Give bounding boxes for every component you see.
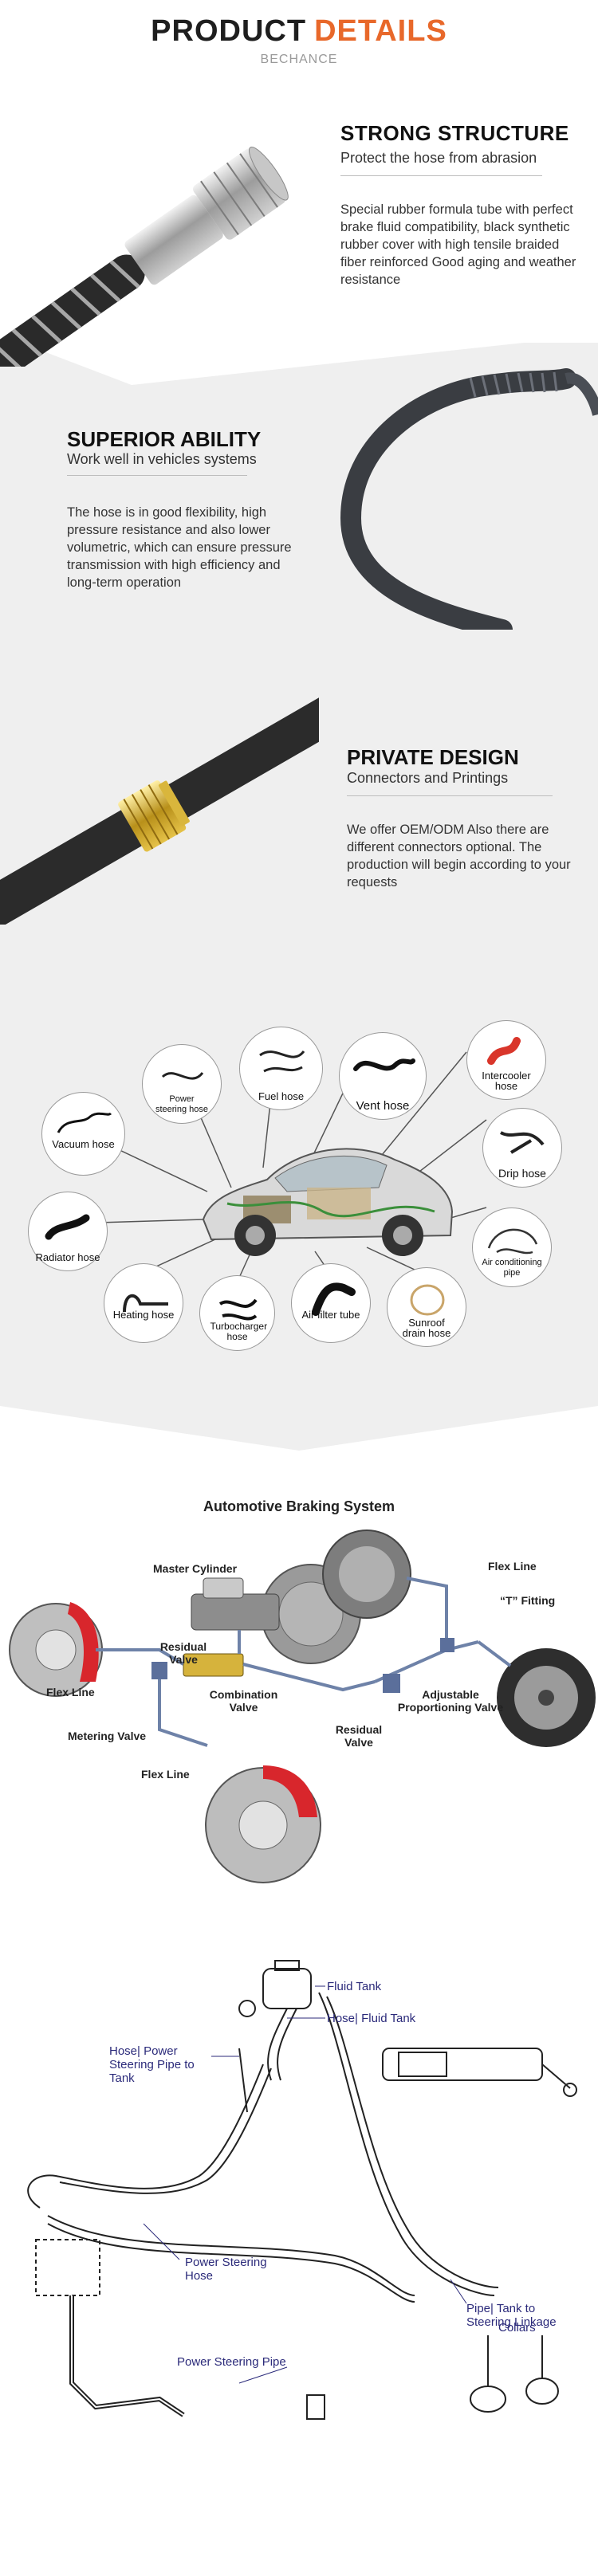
label-residual-valve-1: Residual Valve [159,1640,207,1666]
power-steering-diagram: Fluid Tank Hose| Fluid Tank Hose| Power … [0,1921,598,2558]
section-strong-structure: STRONG STRUCTURE Protect the hose from a… [0,80,598,367]
section-heading: STRONG STRUCTURE [340,121,569,145]
braking-illustration [9,1530,596,1883]
hose-label: Heating hose [112,1309,175,1321]
hose-with-brass-fitting-image [0,690,319,925]
steering-illustration [27,1960,577,2420]
section-heading: SUPERIOR ABILITY [67,427,262,451]
label-power-steering-pipe: Power Steering Pipe [177,2355,286,2369]
braking-title: Automotive Braking System [203,1498,395,1514]
label-pipe-tank-linkage: Pipe| Tank to Steering Linkage [466,2302,557,2329]
hose-type-sunroof-drain: Sunroof drain hose [387,1267,466,1347]
label-hose-fluid-tank: Hose| Fluid Tank [327,2012,416,2025]
car-hose-diagram: Power steering hose Fuel hose Vent hose … [0,996,598,1371]
hose-label: Air conditioning pipe [482,1258,542,1278]
section-body: We offer OEM/ODM Also there are differen… [347,823,571,889]
section-body: The hose is in good flexibility, high pr… [67,505,292,590]
hose-label: Turbocharger hose [210,1321,268,1342]
hose-label: Sunroof drain hose [402,1317,451,1339]
label-t-fitting: “T” Fitting [500,1594,556,1607]
section-subheading: Connectors and Printings [347,770,509,786]
label-collars: Collars [498,2321,536,2334]
page-subtitle: BECHANCE [260,53,338,66]
hose-label: Vacuum hose [52,1138,115,1150]
hose-label: Intercooler hose [482,1070,531,1092]
coiled-hose-image [340,368,598,630]
label-flex-line-left: Flex Line [46,1686,95,1698]
hose-type-air-filter: Air filter tube [291,1263,371,1343]
title-part-1: PRODUCT [151,14,307,48]
divider [67,475,247,476]
label-flex-line-top-right: Flex Line [488,1560,537,1573]
label-hose-power-steering-pipe: Hose| Power Steering Pipe to Tank [109,2044,195,2085]
label-fluid-tank: Fluid Tank [327,1980,382,1993]
divider [347,795,553,796]
hose-type-radiator: Radiator hose [28,1192,108,1271]
label-power-steering-hose: Power Steering Hose [185,2256,267,2283]
car-cutaway-image [202,1148,454,1256]
hose-type-intercooler: Intercooler hose [466,1020,546,1100]
hose-type-vent: Vent hose [339,1032,427,1120]
label-metering-valve: Metering Valve [68,1730,147,1742]
hose-label: Vent hose [356,1099,410,1113]
hose-type-air-conditioning: Air conditioning pipe [472,1208,552,1287]
section-subheading: Protect the hose from abrasion [340,150,537,166]
hose-type-turbocharger: Turbocharger hose [199,1275,275,1351]
label-adjustable-valve: Adjustable Proportioning Valve [397,1688,504,1714]
title-part-2: DETAILS [314,14,447,48]
hose-type-drip: Drip hose [482,1108,562,1188]
hose-label: Radiator hose [35,1251,100,1263]
label-combination-valve: Combination Valve [209,1688,278,1714]
hose-label: Fuel hose [258,1090,305,1102]
hose-type-fuel: Fuel hose [239,1027,323,1110]
section-heading: PRIVATE DESIGN [347,745,519,769]
hose-type-heating: Heating hose [104,1263,183,1343]
label-flex-line-bottom: Flex Line [141,1768,190,1781]
hose-type-power-steering: Power steering hose [142,1044,222,1124]
section-subheading: Work well in vehicles systems [67,451,257,467]
hose-type-vacuum: Vacuum hose [41,1092,125,1176]
divider [340,175,542,176]
hose-label: Drip hose [498,1167,546,1180]
section-body: Special rubber formula tube with perfect… [340,202,576,287]
braided-hose-fitting-image [0,147,289,367]
hose-label: Power steering hose [155,1094,209,1114]
label-master-cylinder: Master Cylinder [153,1562,238,1575]
label-residual-valve-2: Residual Valve [335,1723,383,1749]
braking-system-diagram: Automotive Braking System [0,1482,598,1905]
